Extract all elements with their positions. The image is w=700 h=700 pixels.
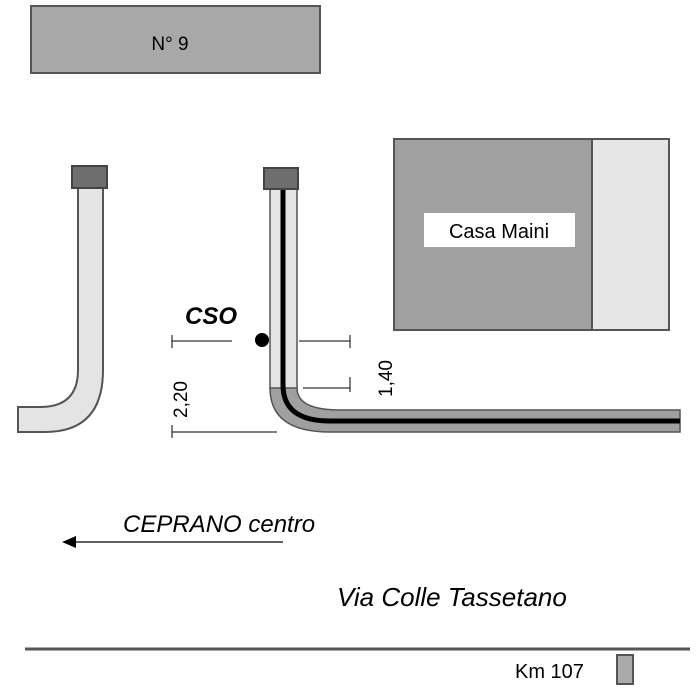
km-marker-post xyxy=(616,654,634,685)
right-pipe xyxy=(263,167,681,433)
direction-label: CEPRANO centro xyxy=(123,511,315,538)
street-name: Via Colle Tassetano xyxy=(337,582,567,612)
direction-arrow xyxy=(62,536,283,548)
casa-maini-building: Casa Maini xyxy=(393,138,670,331)
dimension-lines xyxy=(171,335,351,438)
left-pipe xyxy=(17,165,108,433)
building-no9: N° 9 xyxy=(30,5,321,74)
km-marker-label: Km 107 xyxy=(515,661,584,683)
dimension-right: 1,40 xyxy=(376,360,397,397)
cso-marker: CSO xyxy=(185,303,269,347)
svg-text:CSO: CSO xyxy=(185,303,237,330)
svg-text:N° 9: N° 9 xyxy=(151,34,188,55)
dimension-left: 2,20 xyxy=(171,381,192,418)
svg-text:Casa Maini: Casa Maini xyxy=(449,221,549,243)
